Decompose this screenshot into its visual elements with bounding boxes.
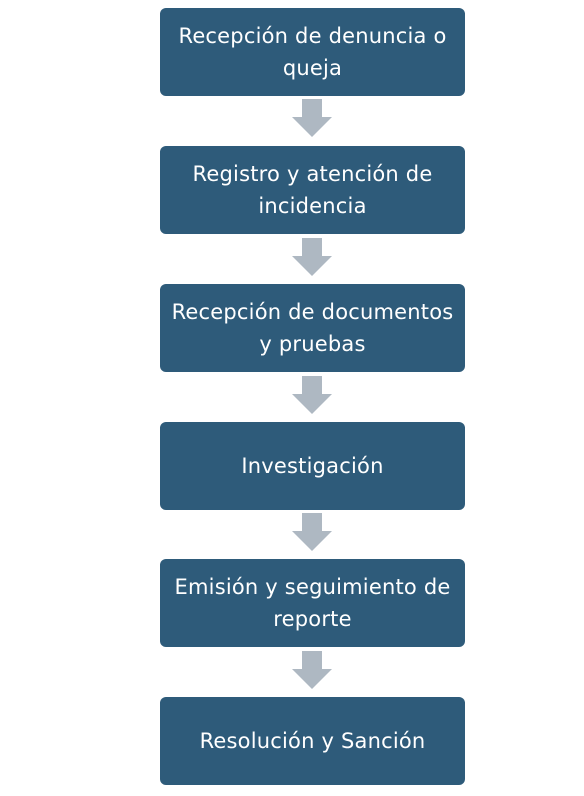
down-arrow-icon — [292, 376, 332, 414]
down-arrow-icon — [292, 238, 332, 276]
step-box-registro: Registro y atención de incidencia — [160, 146, 465, 234]
step-label: Emisión y seguimiento de reporte — [174, 575, 451, 631]
step-label: Resolución y Sanción — [199, 729, 426, 753]
down-arrow-icon — [292, 651, 332, 689]
step-box-documentos: Recepción de documentos y pruebas — [160, 284, 465, 372]
down-arrow-icon — [292, 99, 332, 137]
step-label: Investigación — [241, 454, 384, 478]
step-label: Recepción de denuncia o queja — [178, 24, 447, 80]
step-box-reporte: Emisión y seguimiento de reporte — [160, 559, 465, 647]
down-arrow-icon — [292, 513, 332, 551]
step-box-investigacion: Investigación — [160, 422, 465, 510]
step-label: Registro y atención de incidencia — [192, 162, 433, 218]
step-box-resolucion: Resolución y Sanción — [160, 697, 465, 785]
step-box-denuncia: Recepción de denuncia o queja — [160, 8, 465, 96]
step-label: Recepción de documentos y pruebas — [171, 300, 454, 356]
